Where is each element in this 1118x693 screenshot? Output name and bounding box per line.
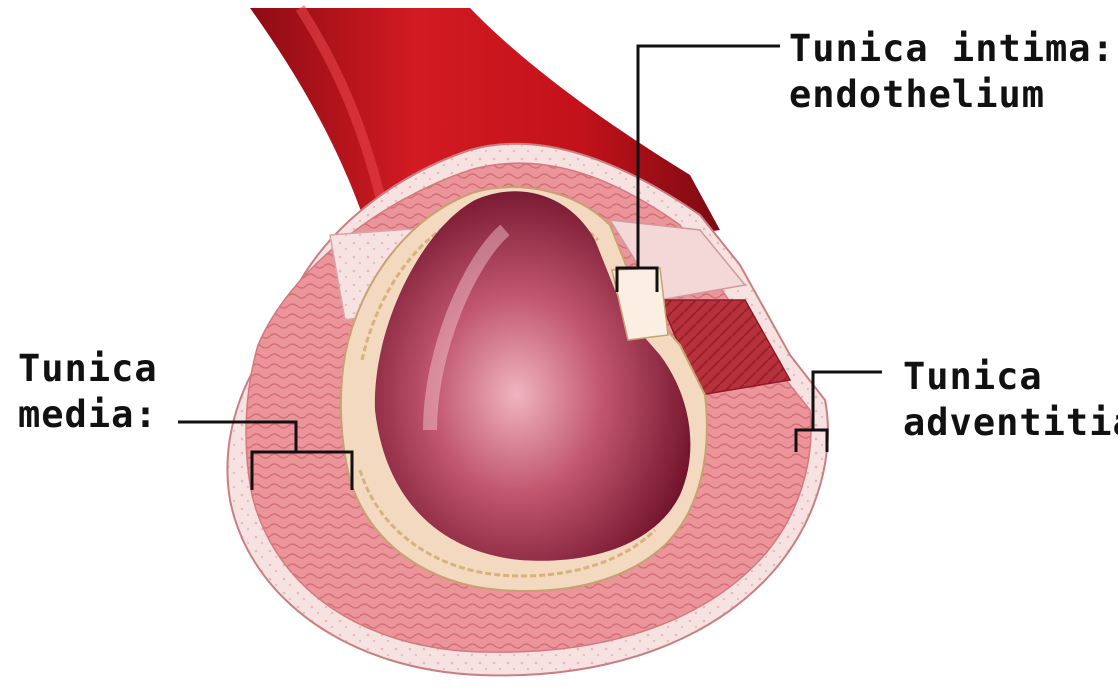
label-tunica-adventitia-line2: adventitia — [903, 400, 1118, 446]
label-tunica-media-line1: Tunica — [18, 346, 158, 392]
label-tunica-intima-line2: endothelium — [789, 72, 1115, 118]
label-tunica-intima: Tunica intima: endothelium — [789, 26, 1115, 118]
label-tunica-media: Tunica media: — [18, 346, 158, 438]
label-tunica-adventitia-line1: Tunica — [903, 354, 1118, 400]
label-tunica-intima-line1: Tunica intima: — [789, 26, 1115, 72]
label-tunica-media-line2: media: — [18, 392, 158, 438]
label-tunica-adventitia: Tunica adventitia — [903, 354, 1118, 446]
